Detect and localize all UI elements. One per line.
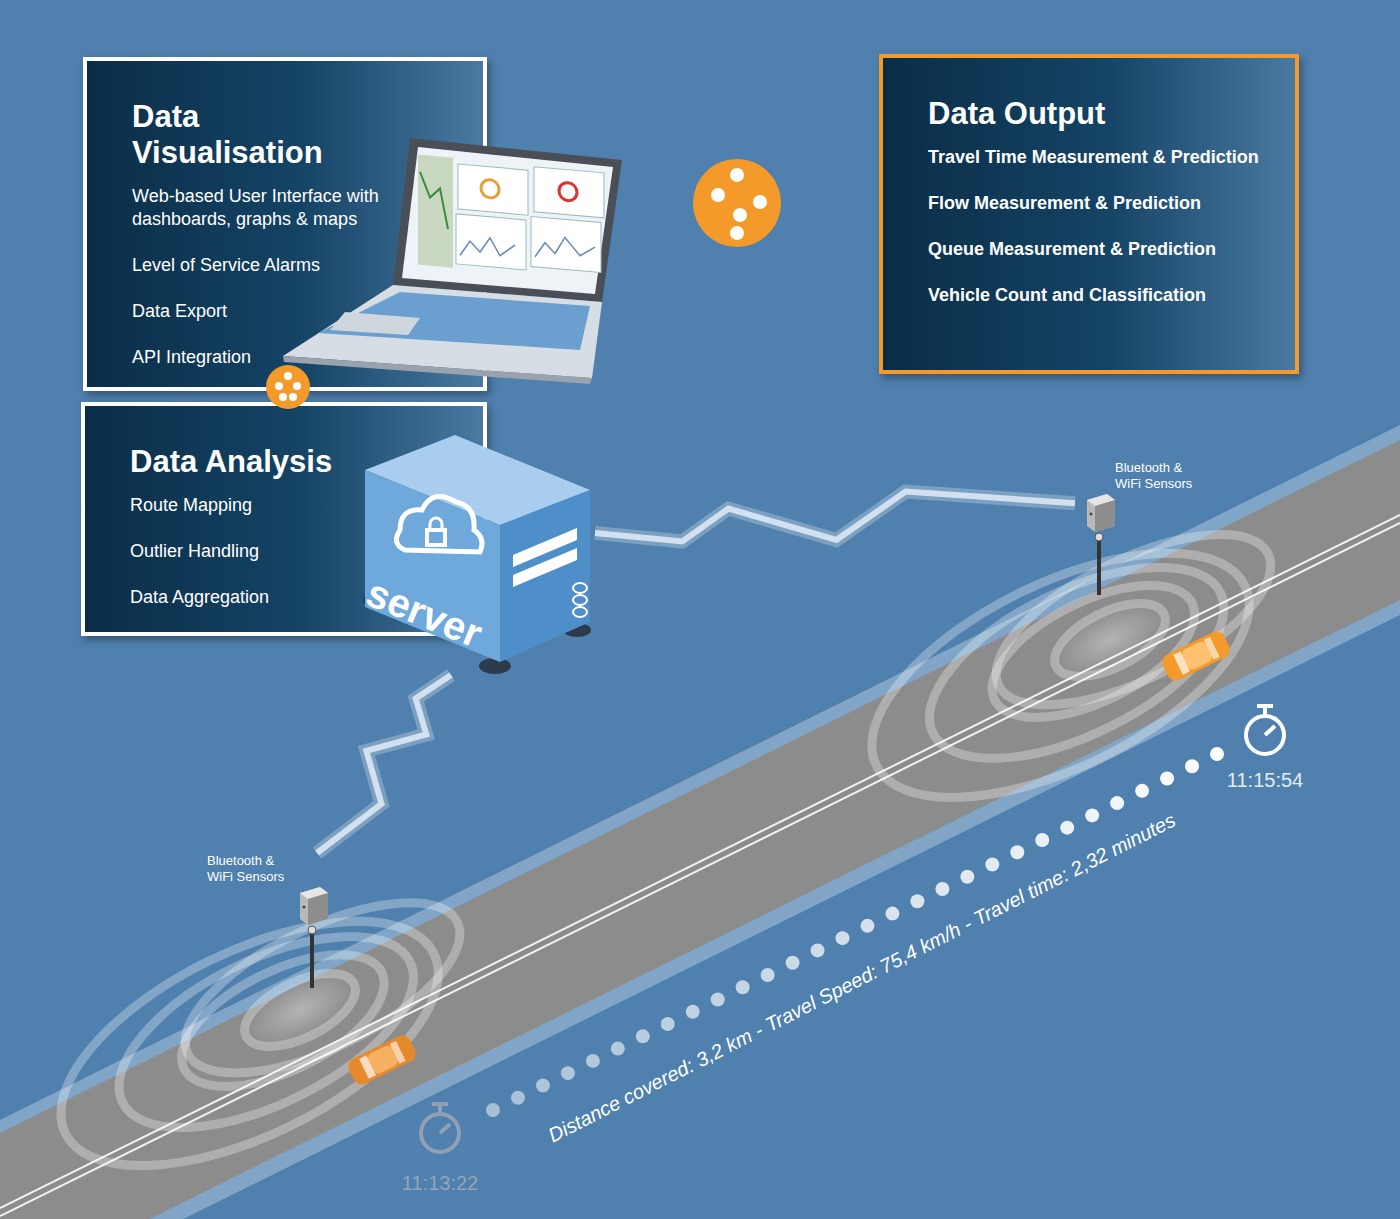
- panel-item: Route Mapping: [130, 494, 390, 517]
- path-dot: [960, 870, 974, 884]
- path-dot: [1210, 747, 1224, 761]
- sensor-label: Bluetooth & WiFi Sensors: [1075, 460, 1210, 492]
- panel-item: Outlier Handling: [130, 540, 390, 563]
- signal-ripples: [836, 487, 1317, 847]
- path-dot: [1060, 821, 1074, 835]
- path-dot: [1010, 845, 1024, 859]
- path-dot: [910, 894, 924, 908]
- panel-box: Data OutputTravel Time Measurement & Pre…: [879, 54, 1299, 374]
- path-dot: [561, 1066, 575, 1080]
- path-dot: [935, 882, 949, 896]
- path-dot: [860, 919, 874, 933]
- path-dot: [536, 1078, 550, 1092]
- sensor-node: Bluetooth & WiFi Sensors: [200, 853, 330, 983]
- dotted-path: [486, 747, 1224, 1117]
- path-dot: [761, 968, 775, 982]
- path-dot: [1110, 796, 1124, 810]
- signal-glow: [317, 675, 451, 853]
- panel-item: API Integration: [132, 346, 397, 369]
- panel-item: Data Aggregation: [130, 586, 390, 609]
- path-dot: [486, 1103, 500, 1117]
- panel-title: Data Output: [928, 96, 1275, 132]
- panel-item: Vehicle Count and Classification: [928, 284, 1275, 307]
- time-label: 11:13:22: [402, 1172, 478, 1195]
- connector-icon: [693, 159, 781, 247]
- path-dot: [1160, 772, 1174, 786]
- path-dot: [736, 980, 750, 994]
- sensor-node: Bluetooth & WiFi Sensors: [1075, 460, 1215, 595]
- path-dot: [636, 1029, 650, 1043]
- panel-item: Travel Time Measurement & Prediction: [928, 146, 1275, 169]
- path-dot: [1085, 808, 1099, 822]
- car: [345, 1033, 418, 1088]
- stopwatch-icon: [421, 1104, 459, 1152]
- path-dot: [511, 1091, 525, 1105]
- panel-item: Queue Measurement & Prediction: [928, 238, 1275, 261]
- connector-icon: [266, 365, 310, 409]
- path-dot: [686, 1005, 700, 1019]
- path-dot: [786, 956, 800, 970]
- stopwatch-icon: [1246, 706, 1284, 754]
- path-dot: [586, 1054, 600, 1068]
- wireless-link: [595, 492, 1075, 542]
- panel-box: Data VisualisationWeb-based User Interfa…: [83, 57, 487, 391]
- path-dot: [1185, 759, 1199, 773]
- panel-item: Web-based User Interface with dashboards…: [132, 185, 397, 231]
- road-surface: [0, 440, 1400, 1219]
- path-dot: [611, 1042, 625, 1056]
- panel-item: Flow Measurement & Prediction: [928, 192, 1275, 215]
- path-dot: [885, 907, 899, 921]
- server-node: server: [355, 430, 595, 675]
- panel-title: Data Analysis: [130, 444, 390, 480]
- car: [1159, 629, 1232, 684]
- path-dot: [1135, 784, 1149, 798]
- sensor-label: Bluetooth & WiFi Sensors: [200, 853, 302, 885]
- panel-title: Data Visualisation: [132, 99, 397, 171]
- signal-glow: [595, 492, 1075, 542]
- connector-line: [286, 391, 291, 402]
- road: [0, 425, 1400, 1219]
- wireless-link: [317, 675, 451, 853]
- path-dot: [811, 943, 825, 957]
- path-dot: [836, 931, 850, 945]
- path-dot: [711, 993, 725, 1007]
- path-dot: [661, 1017, 675, 1031]
- path-dot: [1035, 833, 1049, 847]
- laptop-illustration: [283, 138, 622, 384]
- panel-item: Level of Service Alarms: [132, 254, 397, 277]
- sensor-unit: [1085, 492, 1145, 602]
- time-label: 11:15:54: [1227, 769, 1303, 792]
- signal-ripples: [25, 856, 506, 1216]
- sensor-unit: [298, 885, 358, 995]
- path-dot: [985, 857, 999, 871]
- panel-item: Data Export: [132, 300, 397, 323]
